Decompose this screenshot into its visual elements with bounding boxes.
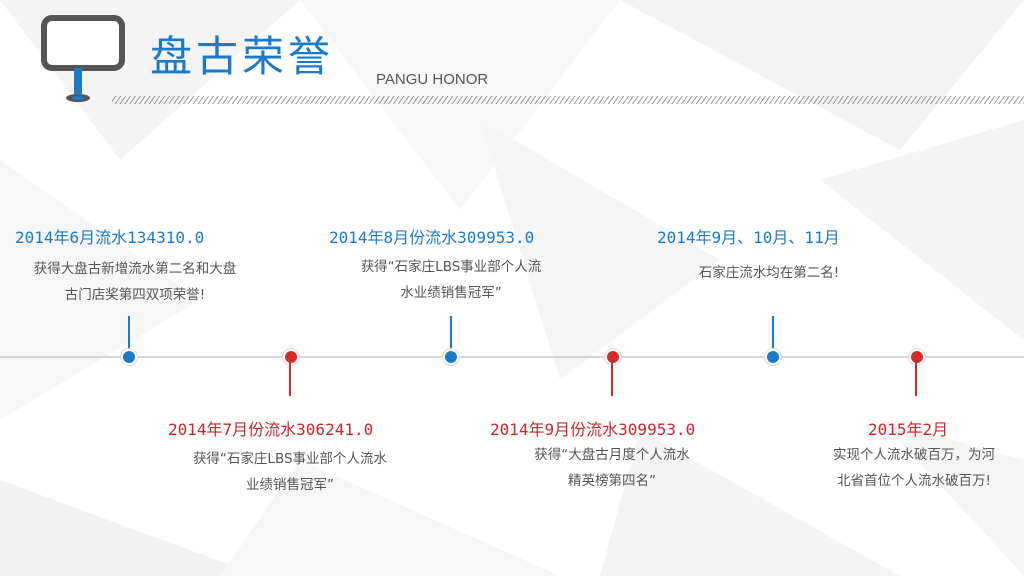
event-title: 2014年9月份流水309953.0 xyxy=(490,420,696,439)
event-line: 获得“大盘古月度个人流水 xyxy=(534,447,690,463)
event-line: 获得“石家庄LBS事业部个人流水 xyxy=(192,451,388,467)
event-description: 石家庄流水均在第二名! xyxy=(649,260,889,286)
event-line: 精英榜第四名” xyxy=(568,473,656,489)
event-description: 实现个人流水破百万，为河 北省首位个人流水破百万! xyxy=(814,442,1014,494)
timeline-stem xyxy=(289,362,291,396)
event-line: 古门店奖第四双项荣誉! xyxy=(64,287,206,303)
event-description: 获得“石家庄LBS事业部个人流水 业绩销售冠军” xyxy=(170,446,410,498)
timeline-stem xyxy=(611,362,613,396)
event-description: 获得大盘古新增流水第二名和大盘 古门店奖第四双项荣誉! xyxy=(15,256,255,308)
event-title: 2014年6月流水134310.0 xyxy=(15,228,205,247)
event-description: 获得“大盘古月度个人流水 精英榜第四名” xyxy=(492,442,732,494)
event-description: 获得“石家庄LBS事业部个人流 水业绩销售冠军” xyxy=(331,254,571,306)
page-title: 盘古荣誉 xyxy=(150,32,335,81)
event-line: 北省首位个人流水破百万! xyxy=(837,473,991,489)
event-line: 石家庄流水均在第二名! xyxy=(698,265,840,281)
timeline-dot xyxy=(121,349,137,365)
timeline-stem xyxy=(915,362,917,396)
event-line: 获得大盘古新增流水第二名和大盘 xyxy=(33,261,237,277)
timeline-dot xyxy=(283,349,299,365)
timeline-dot xyxy=(443,349,459,365)
timeline-axis xyxy=(0,356,1024,358)
hatched-divider xyxy=(112,96,1024,104)
event-line: 水业绩销售冠军” xyxy=(400,285,502,301)
event-title: 2014年7月份流水306241.0 xyxy=(168,420,374,439)
event-line: 获得“石家庄LBS事业部个人流 xyxy=(360,259,542,275)
event-title: 2014年8月份流水309953.0 xyxy=(329,228,535,247)
timeline-dot xyxy=(765,349,781,365)
timeline-dot xyxy=(605,349,621,365)
signboard-icon xyxy=(41,15,125,102)
timeline-stem xyxy=(450,316,452,352)
timeline-stem xyxy=(772,316,774,352)
page-subtitle: PANGU HONOR xyxy=(376,71,489,88)
timeline-stem xyxy=(128,316,130,352)
event-line: 业绩销售冠军” xyxy=(246,477,334,493)
timeline-dot xyxy=(909,349,925,365)
event-title: 2015年2月 xyxy=(868,420,949,439)
event-line: 实现个人流水破百万，为河 xyxy=(833,447,995,463)
event-title: 2014年9月、10月、11月 xyxy=(657,228,840,247)
